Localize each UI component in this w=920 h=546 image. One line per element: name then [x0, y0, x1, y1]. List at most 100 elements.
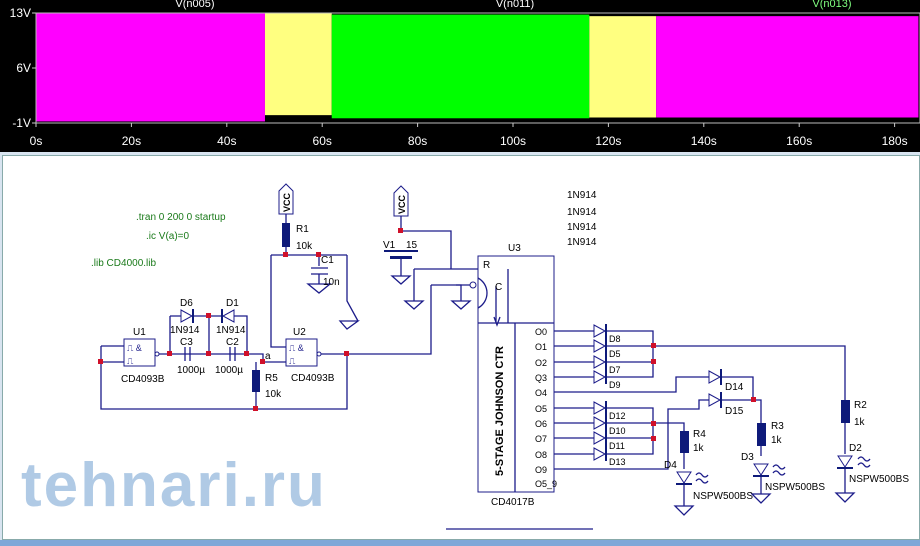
u3-output-pin-label: O1	[535, 342, 547, 352]
diode-d14[interactable]	[708, 369, 722, 385]
trace-label-n005[interactable]: V(n005)	[175, 0, 214, 10]
d3-ref: D3	[741, 452, 754, 463]
d15-ref: D15	[725, 406, 744, 417]
capacitor-c3[interactable]	[184, 347, 191, 361]
led-d3[interactable]	[753, 463, 786, 477]
trace-label-n011[interactable]: V(n011)	[496, 0, 534, 10]
diode-d6[interactable]	[180, 309, 194, 323]
schematic-editor[interactable]: tehnari.ru .tran 0 200 0 startup .ic V(a…	[2, 155, 920, 540]
u3-pin-c: C	[495, 282, 502, 293]
diode-d12[interactable]	[593, 401, 607, 415]
u3-output-pin-label: O5	[535, 404, 547, 414]
d2-ref: D2	[849, 443, 862, 454]
diode-d7[interactable]	[593, 355, 607, 369]
u3-ref: U3	[508, 243, 521, 254]
diode-cathode-bar	[605, 324, 607, 384]
d2-model: NSPW500BS	[849, 474, 909, 485]
wires	[100, 214, 846, 530]
nand-gate-u1[interactable]: ⎍ &⎍	[123, 338, 160, 367]
diode-d15[interactable]	[708, 392, 722, 408]
schematic-canvas[interactable]: tehnari.ru .tran 0 200 0 startup .ic V(a…	[3, 156, 919, 539]
d14-ref: D14	[725, 382, 744, 393]
x-tick-label: 180s	[882, 134, 908, 148]
x-tick-label: 140s	[691, 134, 717, 148]
r5-ref: R5	[265, 373, 278, 384]
diode-d5[interactable]	[593, 339, 607, 353]
trace-label-n013[interactable]: V(n013)	[812, 0, 851, 10]
r5-value: 10k	[265, 389, 282, 400]
svg-text:⎍ &: ⎍ &	[289, 343, 304, 353]
x-tick-label: 0s	[30, 134, 43, 148]
d4-model: NSPW500BS	[693, 491, 753, 502]
voltage-source-v1[interactable]	[384, 250, 418, 259]
diode-d1[interactable]	[221, 309, 235, 323]
u3-output-pin-label: O4	[535, 388, 547, 398]
led-d4[interactable]	[676, 471, 709, 485]
diode-d11[interactable]	[593, 431, 607, 445]
r4-ref: R4	[693, 429, 706, 440]
x-tick-label: 20s	[122, 134, 141, 148]
diode-d13[interactable]	[593, 447, 607, 461]
counter-u3[interactable]	[456, 255, 555, 493]
resistor-r1[interactable]	[282, 223, 290, 247]
window-border	[0, 540, 920, 546]
y-tick-label: -1V	[12, 116, 31, 130]
diode-d8[interactable]	[593, 324, 607, 338]
d1-model: 1N914	[216, 325, 246, 336]
vcc-label: VCC	[397, 194, 407, 214]
c2-value: 1000µ	[215, 365, 243, 376]
y-tick-label: 13V	[10, 6, 31, 20]
x-tick-label: 160s	[786, 134, 812, 148]
x-tick-label: 120s	[595, 134, 621, 148]
r1-ref: R1	[296, 224, 309, 235]
lib-directive[interactable]: .lib CD4000.lib	[91, 258, 156, 269]
trace-segment-3	[589, 16, 657, 118]
capacitor-c1[interactable]	[311, 267, 328, 284]
resistor-r5[interactable]	[252, 370, 260, 392]
led-d2[interactable]	[837, 455, 871, 469]
diode-ref: D5	[609, 349, 621, 359]
tran-directive[interactable]: .tran 0 200 0 startup	[136, 212, 226, 223]
u3-output-pin-label: O2	[535, 358, 547, 368]
diode-ref: D12	[609, 411, 626, 421]
diode-d10[interactable]	[593, 416, 607, 430]
u3-output-pin-label: O7	[535, 434, 547, 444]
vcc-flag-v1[interactable]: VCC	[393, 185, 409, 217]
y-tick-label: 6V	[16, 61, 31, 75]
vcc-flag-r1[interactable]: VCC	[278, 183, 294, 215]
nand-gate-u2[interactable]: ⎍ & ⎍	[285, 338, 322, 367]
svg-text:⎍ &: ⎍ &	[127, 343, 142, 353]
u3-pin-r: R	[483, 260, 490, 271]
x-tick-label: 40s	[217, 134, 236, 148]
vcc-label: VCC	[282, 192, 292, 212]
diode-ref: D7	[609, 365, 621, 375]
c3-ref: C3	[180, 337, 193, 348]
diode-ref: D13	[609, 457, 626, 467]
u3-output-pin-label: O0	[535, 327, 547, 337]
trace-segment-2	[331, 14, 590, 119]
resistor-r4[interactable]	[680, 431, 689, 453]
capacitor-c2[interactable]	[229, 347, 236, 361]
diode-ref: D9	[609, 380, 621, 390]
resistor-r3[interactable]	[757, 423, 766, 446]
c2-ref: C2	[226, 337, 239, 348]
junction-dots	[98, 228, 756, 441]
resistor-r2[interactable]	[841, 400, 850, 423]
d1-ref: D1	[226, 298, 239, 309]
d6-model: 1N914	[170, 325, 200, 336]
d4-ref: D4	[664, 460, 677, 471]
diode-d9[interactable]	[593, 370, 607, 384]
r3-ref: R3	[771, 421, 784, 432]
overlapping-model-labels: 1N914	[567, 190, 597, 201]
u3-output-pin-label: O6	[535, 419, 547, 429]
svg-text:⎍: ⎍	[289, 356, 296, 366]
u2-model: CD4093B	[291, 373, 335, 384]
u3-output-pin-label: O5_9	[535, 479, 557, 489]
v1-value: 15	[406, 240, 418, 251]
ground-symbols	[306, 275, 856, 516]
r3-value: 1k	[771, 435, 783, 446]
r1-value: 10k	[296, 241, 313, 252]
ic-directive[interactable]: .ic V(a)=0	[146, 231, 190, 242]
